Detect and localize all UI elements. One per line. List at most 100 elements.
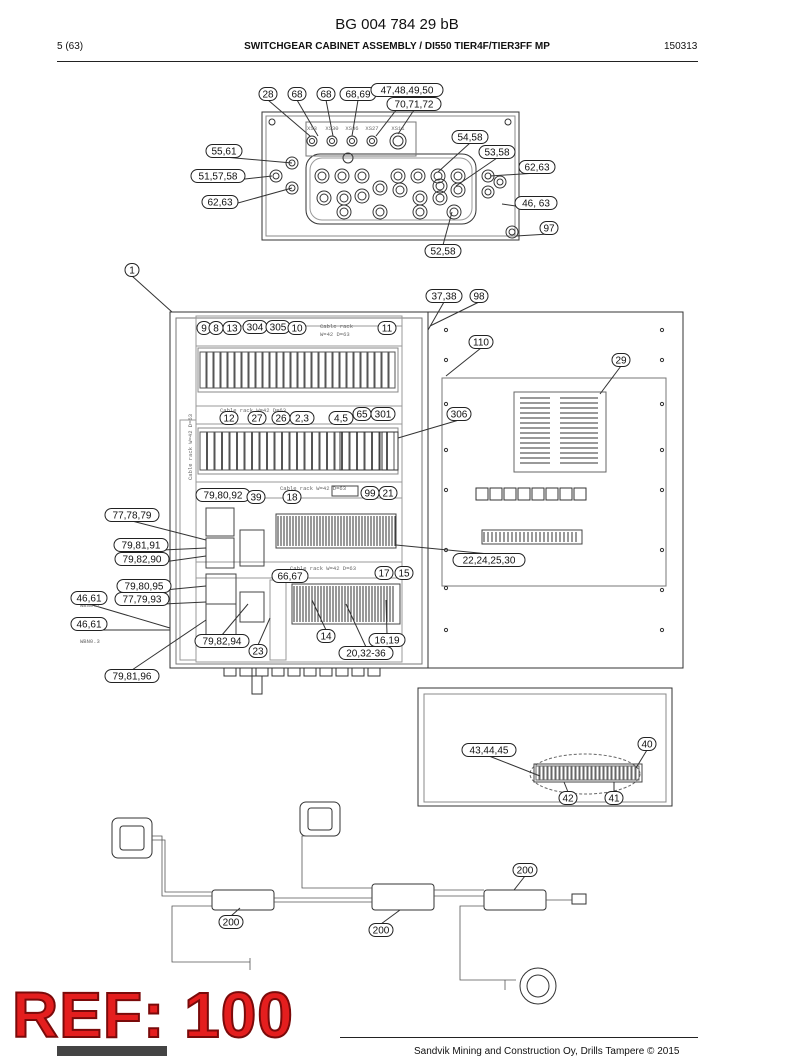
callout-bubble [289,411,315,425]
callout-bubble [514,196,558,210]
gland-area-inner [309,157,473,221]
callout-label: 11 [382,324,393,335]
small-label: XS27 [365,125,378,132]
callout-bubble [113,538,169,552]
sub-terminal [559,765,564,781]
sub-terminal [539,765,544,781]
callout-label: 62,63 [524,163,549,174]
mount-hole [285,156,299,170]
callout-29: 29 [611,353,631,367]
harness-connector [205,507,235,537]
leader-line [325,99,334,137]
callout-label: 46,61 [76,620,101,631]
callout-label: 77,78,79 [113,511,152,522]
callout-bubble [368,923,394,937]
cable-gland [390,168,406,184]
connector-socket [346,135,358,147]
sub-panel-outline [417,687,673,807]
leader-line [599,365,622,395]
callout-798095: 79,80,95 [116,579,172,593]
leader-line [131,520,207,541]
door-dot [659,547,665,553]
nut-inner [526,974,550,998]
callout-label: 97 [543,224,555,235]
callout-label: 29 [615,356,627,367]
terminal-block [214,431,222,471]
terminal-breaker [346,351,354,389]
sub-terminal [555,765,560,781]
terminal-breaker [220,351,228,389]
door-dot [659,627,665,633]
callout-label: 52,58 [430,247,455,258]
callout-65: 65 [352,407,372,421]
callout-2032: 20,32-36 [338,646,394,660]
callout-label: 14 [320,632,332,643]
callout-label: 301 [375,410,392,421]
cable-gland-core [453,185,463,195]
door-relay [475,487,489,501]
small-label: XS3 [307,125,317,132]
leader-line [257,617,271,646]
small-label: W=42 D=63 [320,331,350,338]
callout-label: 200 [223,918,240,929]
callout-label: 1 [129,266,135,277]
cable-gland [316,190,332,206]
nut-outer [519,967,557,1005]
callout-label: 99 [364,489,376,500]
leader-line [488,755,541,777]
cable-gland [392,182,408,198]
callout-6263b: 62,63 [201,195,239,209]
callout-97: 97 [539,221,559,235]
callout-11: 11 [377,321,397,335]
callout-798092: 79,80,92 [195,488,251,502]
door-relay [573,487,587,501]
harness-cable [301,835,372,889]
sandvik-logo [57,1046,167,1056]
sub-terminal [567,765,572,781]
callout-bubble [338,646,394,660]
connector-socket [306,135,318,147]
sub-panel-inner [423,693,667,803]
cable-gland-core [435,193,445,203]
leader-line [635,749,648,769]
callout-bubble [378,486,398,500]
leader-line [88,603,171,629]
terminal-breaker [241,351,249,389]
callout-12: 12 [219,411,239,425]
terminal-block [379,431,387,471]
callout-bubble [611,353,631,367]
cabinet-gland [367,667,381,677]
callout-6667: 66,67 [271,569,309,583]
callout-5358: 53,58 [478,145,516,159]
cable-gland [430,168,446,184]
terminal-breaker [213,351,221,389]
cable-gland-core [435,181,445,191]
callout-label: 43,44,45 [470,746,509,757]
cabinet-gland [351,667,365,677]
terminal-breaker [304,351,312,389]
callout-label: 13 [226,324,238,335]
callout-label: 77,79,93 [123,595,162,606]
callout-bubble [104,669,160,683]
terminal-breaker [206,351,214,389]
callout-bubble [222,321,242,335]
cable-gland-core [375,207,385,217]
callout-bubble [386,97,442,111]
sub-terminal [619,765,624,781]
callout-1: 1 [124,263,140,277]
door-dot [659,327,665,333]
sub-terminal [599,765,604,781]
sub-terminal [543,765,548,781]
callout-label: 305 [270,323,287,334]
callout-bubble [246,490,266,504]
connector-pin [309,138,315,144]
callout-28: 28 [258,87,278,101]
callout-label: 51,57,58 [199,172,238,183]
callout-bubble [114,552,170,566]
leader-line [345,603,367,648]
callout-bubble [370,83,444,97]
callout-515758: 51,57,58 [190,169,246,183]
callout-bubble [70,591,108,605]
callout-70: 70,71,72 [386,97,442,111]
callout-label: 62,63 [207,198,232,209]
